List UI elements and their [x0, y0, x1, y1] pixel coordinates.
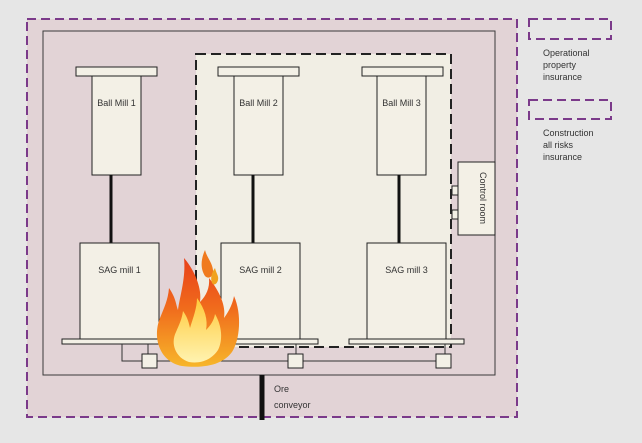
sag-mill-1-label: SAG mill 1 [98, 265, 141, 275]
ball-mill-3: Ball Mill 3 [361, 66, 444, 176]
base-plate-3 [348, 338, 465, 345]
sag-mill-3-label: SAG mill 3 [385, 265, 428, 275]
drop-point-1 [141, 353, 158, 369]
ball-mill-3-label: Ball Mill 3 [382, 98, 421, 108]
ball-mill-1-label: Ball Mill 1 [97, 98, 136, 108]
drop-point-3 [435, 353, 452, 369]
legend-operational-line3: insurance [543, 72, 582, 82]
fire-icon [156, 250, 240, 367]
ore-conveyor-label-line2: conveyor [274, 400, 311, 410]
drop-point-2 [287, 353, 304, 369]
legend-construction-line3: insurance [543, 152, 582, 162]
ore-conveyor-label-line1: Ore [274, 384, 289, 394]
legend-operational-line1: Operational [543, 48, 590, 58]
sag-mill-1: SAG mill 1 [79, 242, 160, 340]
sag-mill-2-label: SAG mill 2 [239, 265, 282, 275]
legend-construction-line2: all risks [543, 140, 574, 150]
control-room-label: Control room [478, 172, 488, 224]
ball-mill-2: Ball Mill 2 [217, 66, 300, 176]
ball-mill-1: Ball Mill 1 [75, 66, 158, 176]
control-room: Control room [451, 161, 496, 236]
legend-construction-swatch [528, 99, 612, 120]
sag-mill-3: SAG mill 3 [366, 242, 447, 340]
legend-construction-line1: Construction [543, 128, 594, 138]
legend-construction: Construction all risks insurance [528, 99, 612, 162]
ball-mill-2-label: Ball Mill 2 [239, 98, 278, 108]
legend-operational-line2: property [543, 60, 577, 70]
legend-operational: Operational property insurance [528, 18, 612, 82]
legend-operational-swatch [528, 18, 612, 40]
